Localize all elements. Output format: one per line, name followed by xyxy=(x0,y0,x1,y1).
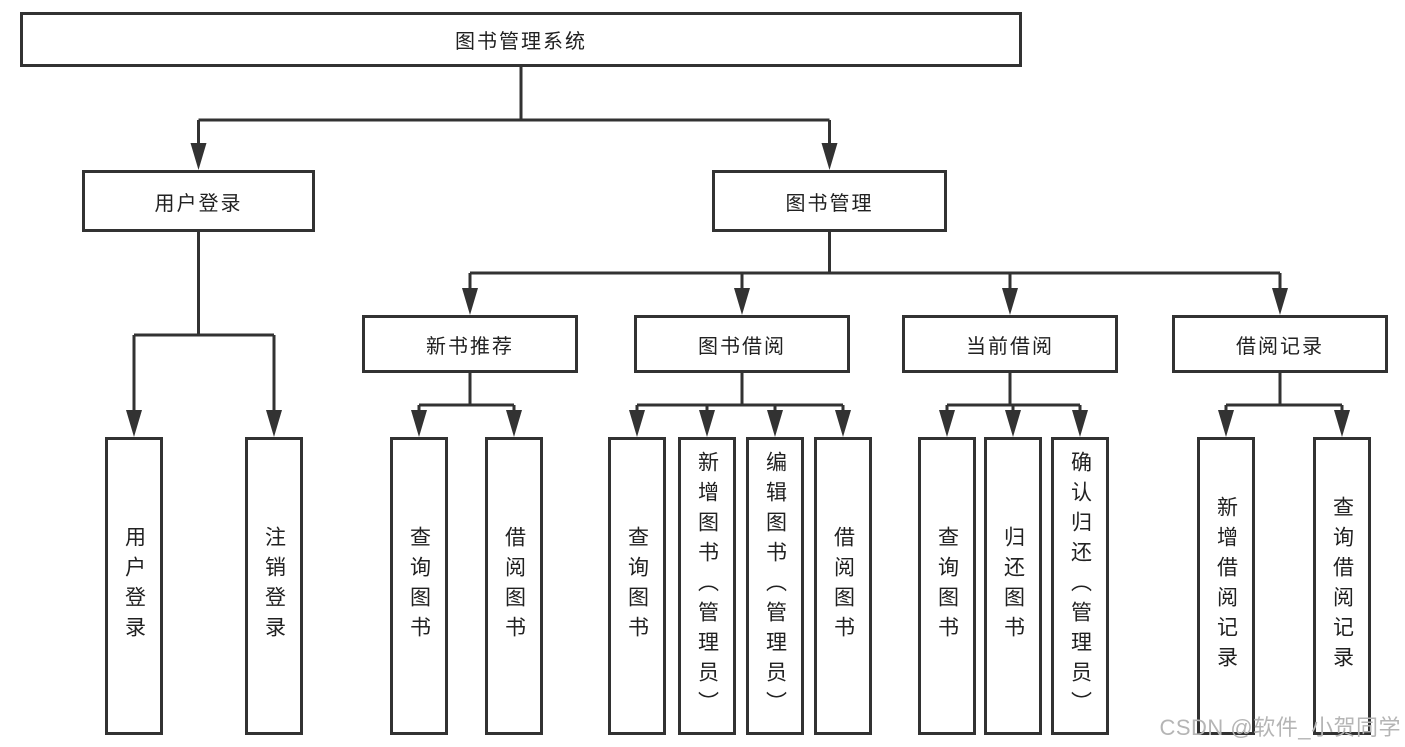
node-leaf-query-record: 查询借阅记录 xyxy=(1313,437,1371,735)
node-label: 注销登录 xyxy=(262,526,286,646)
node-user-login: 用户登录 xyxy=(82,170,315,232)
node-leaf-confirm-return: 确认归还（管理员） xyxy=(1051,437,1109,735)
node-label: 查询图书 xyxy=(407,526,431,646)
node-leaf-user-login: 用户登录 xyxy=(105,437,163,735)
node-leaf-borrow-book-2: 借阅图书 xyxy=(814,437,872,735)
node-leaf-add-book: 新增图书（管理员） xyxy=(678,437,736,735)
node-label: 编辑图书（管理员） xyxy=(763,451,787,721)
watermark: CSDN @软件_小贺同学 xyxy=(1159,715,1401,740)
node-label: 新增借阅记录 xyxy=(1214,496,1238,676)
node-label: 用户登录 xyxy=(122,526,146,646)
node-label: 查询图书 xyxy=(935,526,959,646)
node-leaf-borrow-book-1: 借阅图书 xyxy=(485,437,543,735)
node-leaf-return-book: 归还图书 xyxy=(984,437,1042,735)
node-borrow-records: 借阅记录 xyxy=(1172,315,1388,373)
node-leaf-query-book-1: 查询图书 xyxy=(390,437,448,735)
node-label: 新增图书（管理员） xyxy=(695,451,719,721)
connector-lines xyxy=(132,67,1344,414)
node-leaf-edit-book: 编辑图书（管理员） xyxy=(746,437,804,735)
node-label: 借阅图书 xyxy=(502,526,526,646)
node-label: 确认归还（管理员） xyxy=(1068,451,1092,721)
node-label: 借阅图书 xyxy=(831,526,855,646)
node-root: 图书管理系统 xyxy=(20,12,1022,67)
node-leaf-query-book-2: 查询图书 xyxy=(608,437,666,735)
node-label: 新书推荐 xyxy=(426,335,514,358)
node-label: 图书管理 xyxy=(785,192,874,215)
node-label: 当前借阅 xyxy=(966,335,1054,358)
node-label: 查询图书 xyxy=(625,526,649,646)
node-book-mgmt: 图书管理 xyxy=(712,170,947,232)
node-label: 借阅记录 xyxy=(1236,335,1324,358)
node-label: 图书管理系统 xyxy=(455,31,587,53)
node-label: 归还图书 xyxy=(1001,526,1025,646)
node-leaf-query-book-3: 查询图书 xyxy=(918,437,976,735)
node-leaf-logout: 注销登录 xyxy=(245,437,303,735)
node-book-borrow: 图书借阅 xyxy=(634,315,850,373)
node-label: 用户登录 xyxy=(154,192,243,215)
node-new-book-rec: 新书推荐 xyxy=(362,315,578,373)
node-label: 图书借阅 xyxy=(698,335,786,358)
node-current-borrow: 当前借阅 xyxy=(902,315,1118,373)
node-label: 查询借阅记录 xyxy=(1330,496,1354,676)
arrowhead-icons xyxy=(126,143,1350,437)
node-leaf-add-record: 新增借阅记录 xyxy=(1197,437,1255,735)
